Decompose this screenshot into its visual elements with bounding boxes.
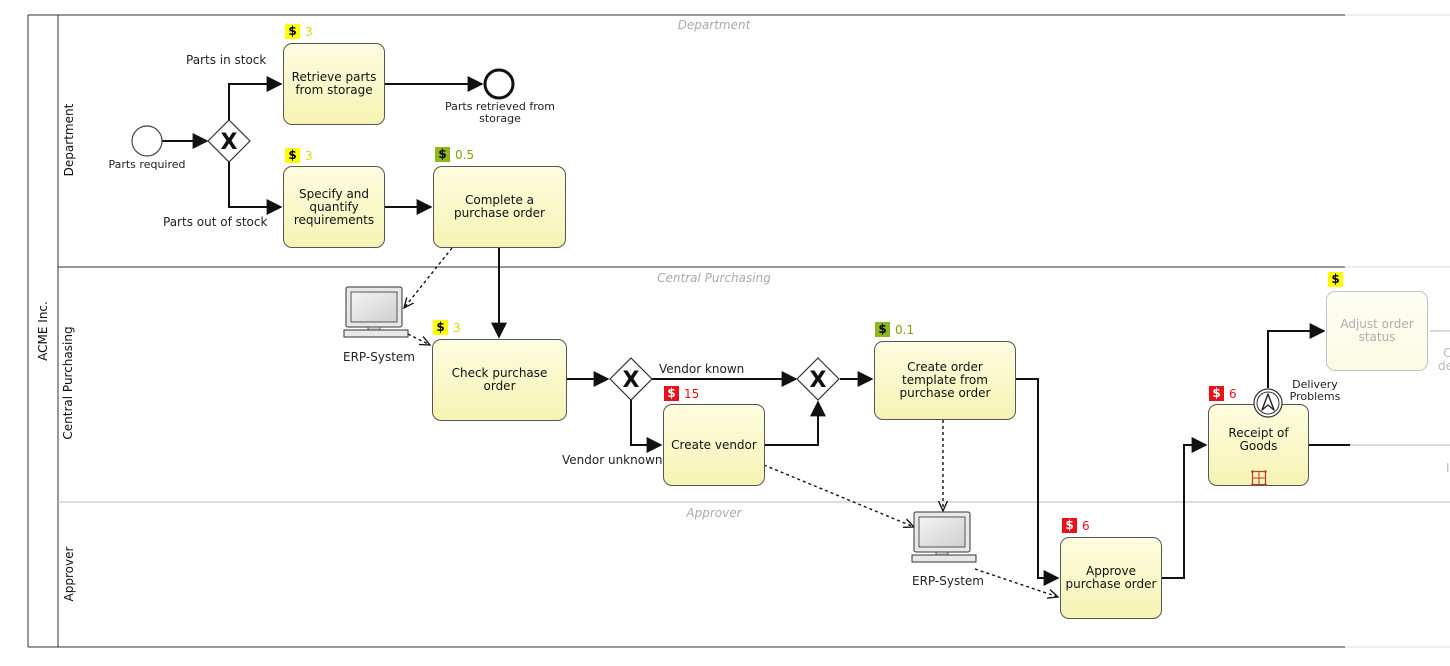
cost-badge-check-po: $3 (433, 320, 461, 335)
erp-system-label: ERP-System (343, 350, 415, 364)
loop-marker-icon (1251, 470, 1267, 486)
dollar-icon: $ (285, 24, 300, 39)
flow-label-out-of-stock: Parts out of stock (163, 215, 268, 229)
lane-title-approver: Approver (686, 506, 742, 520)
faded-flows (1350, 330, 1450, 446)
gateway-parts-stock[interactable] (207, 119, 251, 163)
cutoff-label: de (1438, 359, 1450, 373)
lane-title-department: Department (677, 18, 751, 32)
erp-system-label: ERP-System (912, 574, 984, 588)
dollar-icon: $ (1209, 386, 1224, 401)
cost-badge-adjust-status: $ (1328, 272, 1348, 287)
dollar-icon: $ (664, 386, 679, 401)
task-specify-requirements[interactable]: Specify and quantify requirements (283, 166, 385, 248)
gateway-x-2: X (623, 368, 640, 393)
task-retrieve-parts[interactable]: Retrieve parts from storage (283, 43, 385, 125)
gateway-x-1: X (221, 130, 238, 155)
task-check-purchase-order[interactable]: Check purchase order (432, 339, 567, 421)
assoc-complete-to-erp (404, 247, 453, 308)
flow-approve-to-receipt (1161, 437, 1208, 579)
gateway-vendor-split[interactable] (609, 357, 653, 401)
dollar-icon: $ (1328, 272, 1343, 287)
dollar-icon: $ (433, 320, 448, 335)
cutoff-label: I (1446, 461, 1450, 475)
start-event-label: Parts required (108, 158, 186, 171)
task-create-vendor[interactable]: Create vendor (663, 404, 765, 486)
flow-label-in-stock: Parts in stock (186, 53, 267, 67)
cost-badge-receipt-goods: $6 (1209, 386, 1237, 401)
cost-badge-approve-po: $6 (1062, 518, 1090, 533)
dollar-icon: $ (285, 148, 300, 163)
cost-badge-specify-requirements: $3 (285, 148, 313, 163)
sequence-flows (162, 76, 1350, 586)
data-associations (404, 247, 1058, 597)
gateway-vendor-join[interactable] (796, 357, 840, 401)
flow-label-vendor-unknown: Vendor unknown (562, 453, 663, 467)
flow-gateway-vendor-unknown (630, 399, 663, 453)
flow-label-delivery-problems: Delivery Problems (1289, 378, 1341, 403)
flow-template-to-approve (1015, 378, 1060, 586)
lane-label-approver: Approver (62, 546, 76, 602)
lane-label-central-purchasing: Central Purchasing (61, 326, 75, 440)
dollar-icon: $ (875, 322, 890, 337)
task-approve-purchase-order[interactable]: Approve purchase order (1060, 537, 1162, 619)
flow-label-vendor-known: Vendor known (659, 362, 745, 376)
cost-badge-retrieve-parts: $3 (285, 24, 313, 39)
start-event[interactable] (131, 125, 163, 157)
end-event-label: Parts retrieved from storage (444, 100, 555, 125)
assoc-erp-to-approve (974, 568, 1058, 597)
cutoff-label: C (1443, 346, 1450, 360)
flow-vendor-to-gateway (764, 400, 826, 446)
lane-dividers (58, 266, 1450, 503)
gateway-x-3: X (810, 368, 827, 393)
task-complete-purchase-order[interactable]: Complete a purchase order (433, 166, 566, 248)
cost-badge-create-vendor: $15 (664, 386, 699, 401)
task-receipt-of-goods[interactable]: Receipt of Goods (1208, 404, 1309, 486)
dollar-icon: $ (435, 147, 450, 162)
pool (27, 14, 1450, 648)
flow-gateway-to-specify (228, 161, 283, 215)
lane-title-central-purchasing: Central Purchasing (657, 271, 771, 285)
cost-badge-complete-po: $0.5 (435, 147, 474, 162)
flow-boundary-to-adjust (1267, 323, 1326, 388)
computer-icon (911, 511, 977, 563)
computer-icon (343, 286, 409, 338)
pool-label: ACME Inc. (36, 301, 50, 361)
dollar-icon: $ (1062, 518, 1077, 533)
assoc-erp-to-check (407, 333, 430, 345)
task-adjust-order-status[interactable]: Adjust order status (1326, 291, 1428, 371)
flow-gateway-to-retrieve (228, 76, 283, 121)
boundary-escalation-event[interactable] (1252, 387, 1284, 419)
cost-badge-create-template: $0.1 (875, 322, 914, 337)
task-create-order-template[interactable]: Create order template from purchase orde… (874, 341, 1016, 420)
end-event[interactable] (483, 68, 515, 100)
lane-label-department: Department (62, 103, 76, 177)
